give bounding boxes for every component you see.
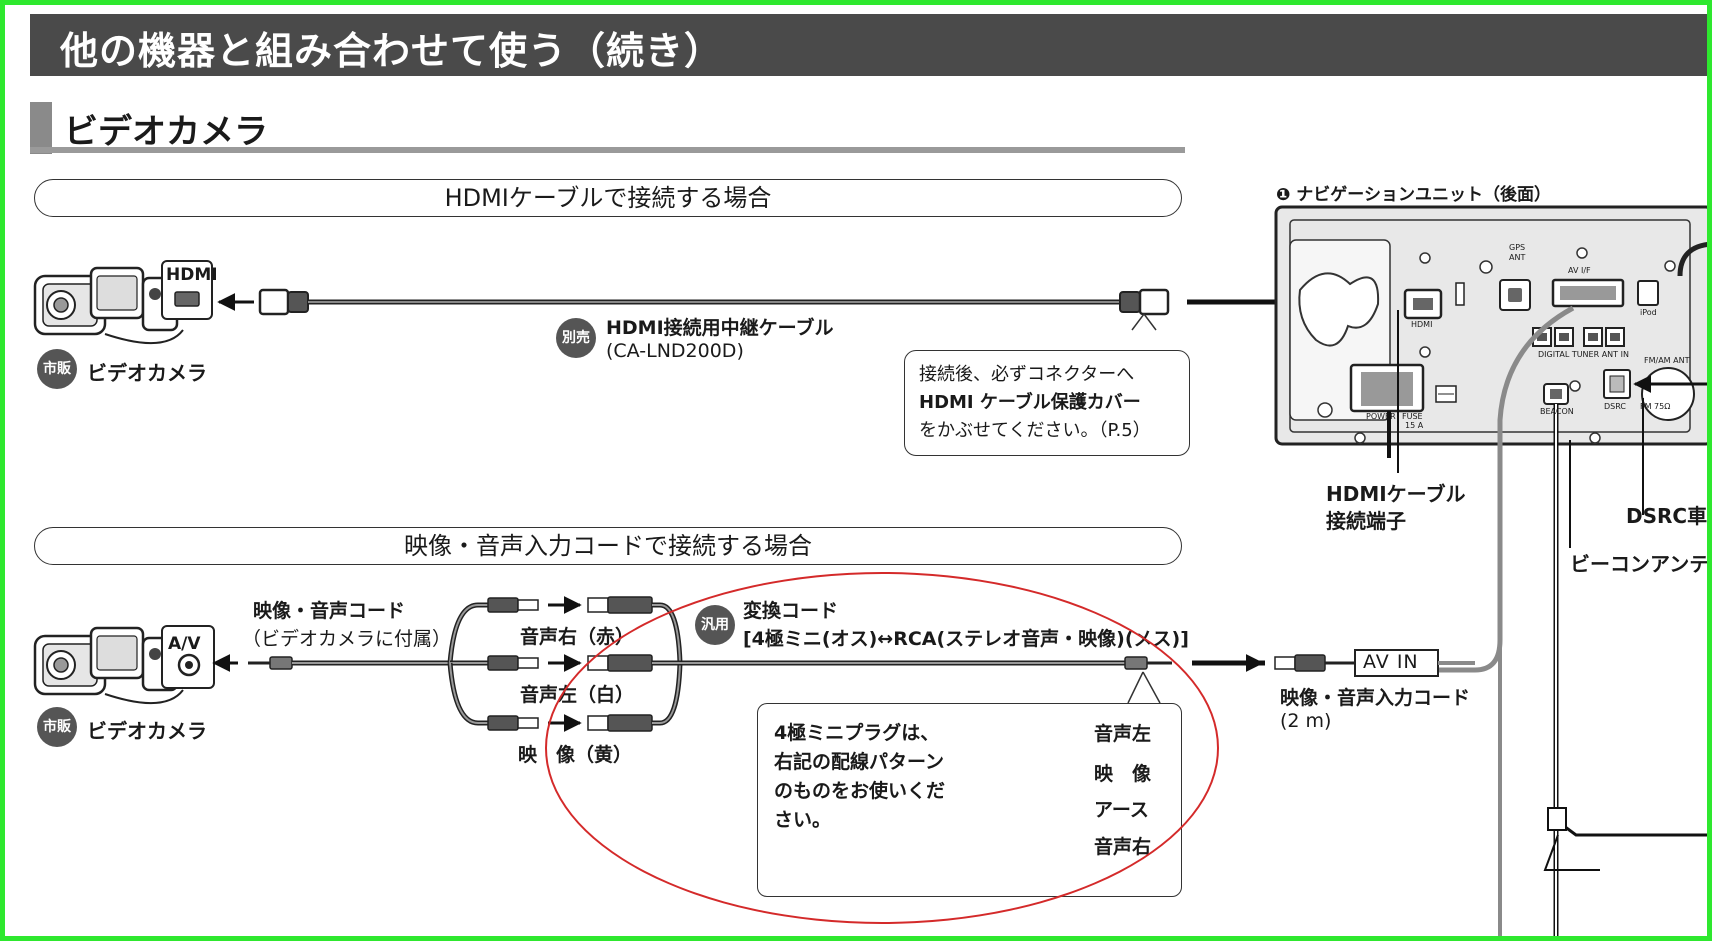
port-label-ant: ANT [1509, 253, 1526, 262]
port-label-dsrc: DSRC [1604, 402, 1626, 411]
hdmi-note-line3: をかぶせてください。（P.5） [919, 420, 1151, 441]
hdmi-camera-label: ビデオカメラ [87, 361, 207, 385]
hdmi-camera-badge: 市販 [37, 349, 77, 389]
port-label-fuse: FUSE [1402, 412, 1423, 421]
hdmi-cover-note: 接続後、必ずコネクターへ HDMI ケーブル保護カバー をかぶせてください。（P… [904, 350, 1190, 456]
rca-video-label: 映 像（黄） [518, 744, 633, 766]
av-cord-note: （ビデオカメラに付属） [242, 628, 452, 650]
mini-plug-right-icon [1124, 656, 1172, 670]
av-camera-label: ビデオカメラ [87, 719, 207, 743]
pin-label-audio-right: 音声右 [1094, 836, 1152, 858]
pin-label-ground: アース [1094, 799, 1149, 821]
av-camera-badge: 市販 [37, 707, 77, 747]
port-label-beacon: BEACON [1540, 407, 1574, 416]
hdmi-cable-name: HDMI接続用中継ケーブル [606, 317, 834, 339]
plug-note-line: 右記の配線パターン [774, 751, 945, 773]
hdmi-cable-badge: 別売 [556, 318, 596, 358]
hdmi-note-line2: HDMI ケーブル保護カバー [919, 392, 1141, 413]
port-label-avif: AV I/F [1568, 266, 1591, 275]
nav-unit-title: ❶ ナビゲーションユニット（後面） [1276, 185, 1551, 205]
hdmi-port-label: HDMI [166, 265, 218, 285]
section-marker [30, 102, 52, 154]
port-label-fm75: FM 75Ω [1640, 402, 1671, 411]
av-cord-name: 映像・音声コード [253, 600, 406, 622]
port-label-fmam: FM/AM ANT [1644, 356, 1690, 365]
converter-name: 変換コード [743, 600, 839, 622]
rca-jacks-right [587, 596, 653, 732]
dsrc-label: DSRC車 [1626, 504, 1708, 528]
av-section-heading: 映像・音声入力コードで接続する場合 [34, 527, 1182, 565]
av-port-label: A/V [168, 634, 201, 654]
hdmi-section-heading: HDMIケーブルで接続する場合 [34, 179, 1182, 217]
av-camera-illustration [33, 626, 185, 705]
port-label-fuse-a: 15 A [1405, 421, 1424, 430]
converter-spec: [4極ミニ(オス)↔RCA(ステレオ音声・映像)(メス)] [743, 628, 1189, 650]
hdmi-note-line1: 接続後、必ずコネクターへ [919, 364, 1135, 385]
hdmi-terminal-label-1: HDMIケーブル [1326, 482, 1466, 506]
plug-note-line: のものをお使いくだ [774, 780, 946, 802]
pin-label-video: 映 像 [1094, 763, 1152, 785]
port-label-power: POWER [1366, 412, 1396, 421]
plug-note-line: さい。 [774, 809, 832, 831]
plug-note-line: 4極ミニプラグは、 [774, 722, 940, 744]
section-title: ビデオカメラ [64, 112, 268, 152]
input-cord-length: (2 m) [1280, 710, 1332, 732]
converter-badge: 汎用 [695, 605, 735, 645]
port-label-digital: DIGITAL TUNER ANT IN [1538, 350, 1629, 359]
beacon-label: ビーコンアンテ [1570, 552, 1710, 576]
hdmi-terminal-label-2: 接続端子 [1326, 509, 1406, 533]
hdmi-camera-illustration [33, 266, 185, 345]
av-mini-plug-left-icon [248, 656, 293, 670]
rca-plugs-left [487, 597, 539, 731]
av-in-label: AV IN [1363, 651, 1419, 673]
port-label-gps: GPS [1509, 243, 1526, 252]
plug-note-box: 4極ミニプラグは、 右記の配線パターン のものをお使いくだ さい。 [757, 703, 1182, 897]
hdmi-plug-left-icon [258, 288, 309, 316]
rca-right-label: 音声右（赤） [520, 626, 635, 648]
av-in-jack-icon [1274, 654, 1355, 672]
port-label-ipod: iPod [1640, 308, 1657, 317]
port-label-hdmi: HDMI [1411, 320, 1433, 329]
hdmi-port-icon [174, 291, 200, 307]
rca-left-label: 音声左（白） [520, 684, 635, 706]
pin-label-audio-left: 音声左 [1094, 723, 1152, 745]
section-underline [30, 147, 1185, 153]
input-cord-name: 映像・音声入力コード [1280, 687, 1471, 709]
hdmi-plug-right-icon [1119, 288, 1170, 316]
hdmi-cable-model: (CA-LND200D) [606, 340, 744, 362]
title-bar [30, 14, 1712, 76]
page-title: 他の機器と組み合わせて使う（続き） [60, 29, 724, 73]
navigation-unit-rear-panel [1274, 205, 1712, 446]
